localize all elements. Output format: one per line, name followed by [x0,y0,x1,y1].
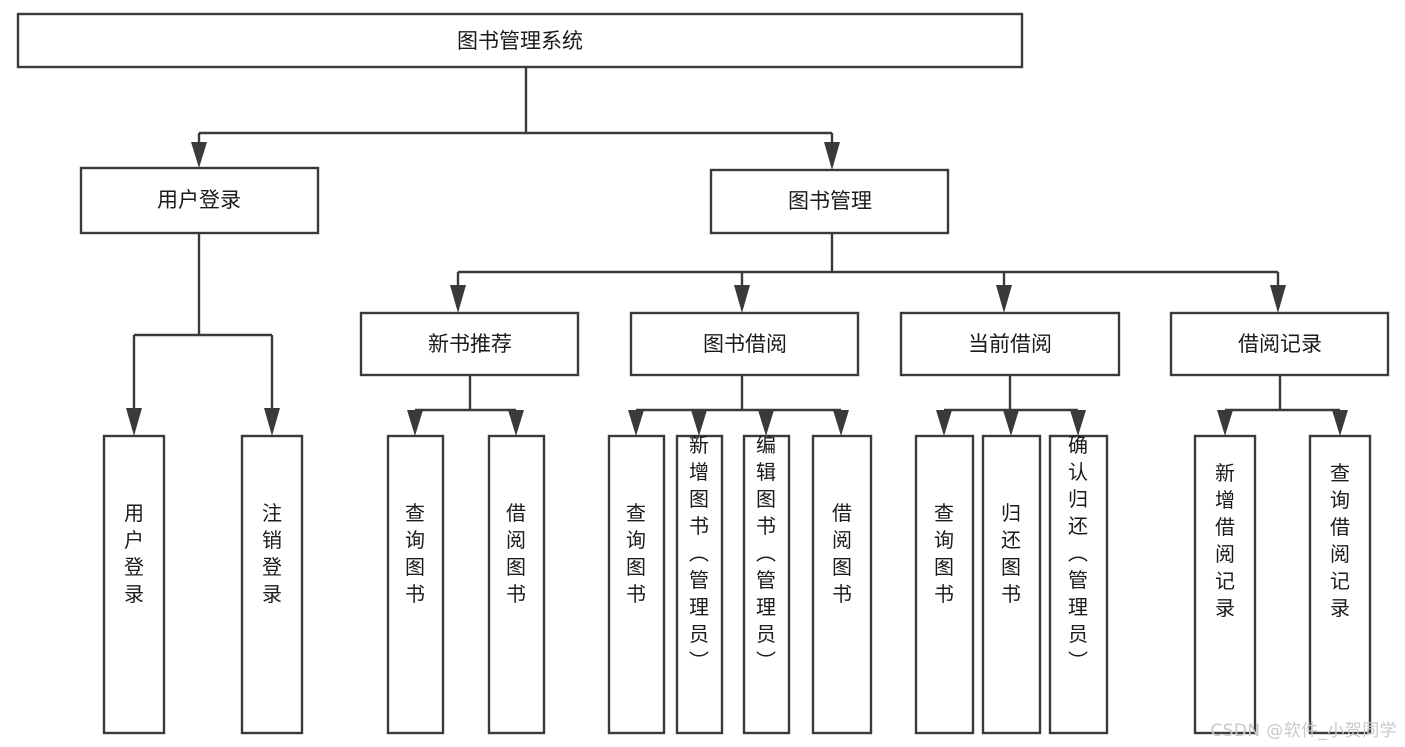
leaf-book-borrow-1[interactable]: 新增图书︵管理员︶ [675,433,724,735]
arrow-head-leaf-book-borrow-1 [628,410,644,436]
leaf-user-login-1-label: 注销登录 [262,501,282,606]
leaf-book-borrow-3-label: 借阅图书 [832,501,852,606]
leaf-current-borrow-2-label: 确认归还︵管理员︶ [1068,433,1088,673]
leaf-borrow-record-0-label: 新增借阅记录 [1215,461,1235,620]
arrow-head-leaf-current-borrow-2 [1003,410,1019,436]
node-user-login-label: 用户登录 [157,188,241,212]
leaf-new-book-rec-0-label: 查询图书 [405,501,425,606]
leaf-current-borrow-1[interactable]: 归还图书 [981,434,1042,735]
arrow-head-leaf-current-borrow-1 [936,410,952,436]
node-current-borrow[interactable]: 当前借阅 [899,311,1121,377]
arrow-head-leaf-new-book-rec-2 [508,410,524,436]
node-book-borrow[interactable]: 图书借阅 [629,311,860,377]
arrow-head-leaf-borrow-record-2 [1332,410,1348,436]
arrow-head-leaf-current-borrow-3 [1070,410,1086,436]
node-new-book-rec-label: 新书推荐 [428,332,512,356]
leaf-book-borrow-1-label: 新增图书︵管理员︶ [689,433,709,673]
leaf-current-borrow-0[interactable]: 查询图书 [914,434,975,735]
arrow-head-book-borrow [734,285,750,313]
node-book-borrow-label: 图书借阅 [703,332,787,356]
arrow-head-borrow-record [1270,285,1286,313]
arrow-head-book-manage [824,142,840,170]
leaf-new-book-rec-1-label: 借阅图书 [506,501,526,606]
leaf-new-book-rec-1[interactable]: 借阅图书 [487,434,546,735]
node-root[interactable]: 图书管理系统 [16,12,1024,69]
node-new-book-rec[interactable]: 新书推荐 [359,311,580,377]
leaf-user-login-1[interactable]: 注销登录 [240,434,304,735]
arrow-head-leaf-book-borrow-2 [691,410,707,436]
node-book-manage[interactable]: 图书管理 [709,168,950,235]
leaf-borrow-record-1[interactable]: 查询借阅记录 [1308,434,1372,735]
leaf-borrow-record-1-label: 查询借阅记录 [1330,461,1350,620]
connector-layer [126,67,1348,436]
node-layer: 图书管理系统 用户登录 图书管理 新书推荐 图书借阅 当前借阅 借阅记录 [16,12,1390,735]
leaf-user-login-0[interactable]: 用户登录 [102,434,166,735]
arrow-head-leaf-user-login-1 [126,408,142,436]
arrow-head-leaf-new-book-rec-1 [407,410,423,436]
leaf-new-book-rec-0[interactable]: 查询图书 [386,434,445,735]
node-current-borrow-label: 当前借阅 [968,332,1052,356]
arrow-head-leaf-user-login-2 [264,408,280,436]
arrow-head-user-login [191,142,207,168]
leaf-book-borrow-2-label: 编辑图书︵管理员︶ [756,433,776,673]
node-root-label: 图书管理系统 [457,29,583,53]
leaf-borrow-record-0[interactable]: 新增借阅记录 [1193,434,1257,735]
leaf-book-borrow-0[interactable]: 查询图书 [607,434,666,735]
arrow-head-current-borrow [996,285,1012,313]
node-borrow-record-label: 借阅记录 [1238,332,1322,356]
leaf-user-login-0-label: 用户登录 [124,501,144,606]
node-borrow-record[interactable]: 借阅记录 [1169,311,1390,377]
arrow-head-new-book-rec [450,285,466,313]
csdn-watermark: CSDN @软件_小贺同学 [1210,721,1397,741]
leaf-book-borrow-3[interactable]: 借阅图书 [811,434,873,735]
node-user-login[interactable]: 用户登录 [79,166,320,235]
leaf-current-borrow-1-label: 归还图书 [1001,501,1021,606]
leaf-book-borrow-2[interactable]: 编辑图书︵管理员︶ [742,433,791,735]
arrow-head-leaf-book-borrow-3 [758,410,774,436]
leaf-current-borrow-0-label: 查询图书 [934,501,954,606]
node-book-manage-label: 图书管理 [788,189,872,213]
arrow-head-leaf-borrow-record-1 [1217,410,1233,436]
leaf-current-borrow-2[interactable]: 确认归还︵管理员︶ [1048,433,1109,735]
arrow-head-leaf-book-borrow-4 [833,410,849,436]
leaf-book-borrow-0-label: 查询图书 [626,501,646,606]
